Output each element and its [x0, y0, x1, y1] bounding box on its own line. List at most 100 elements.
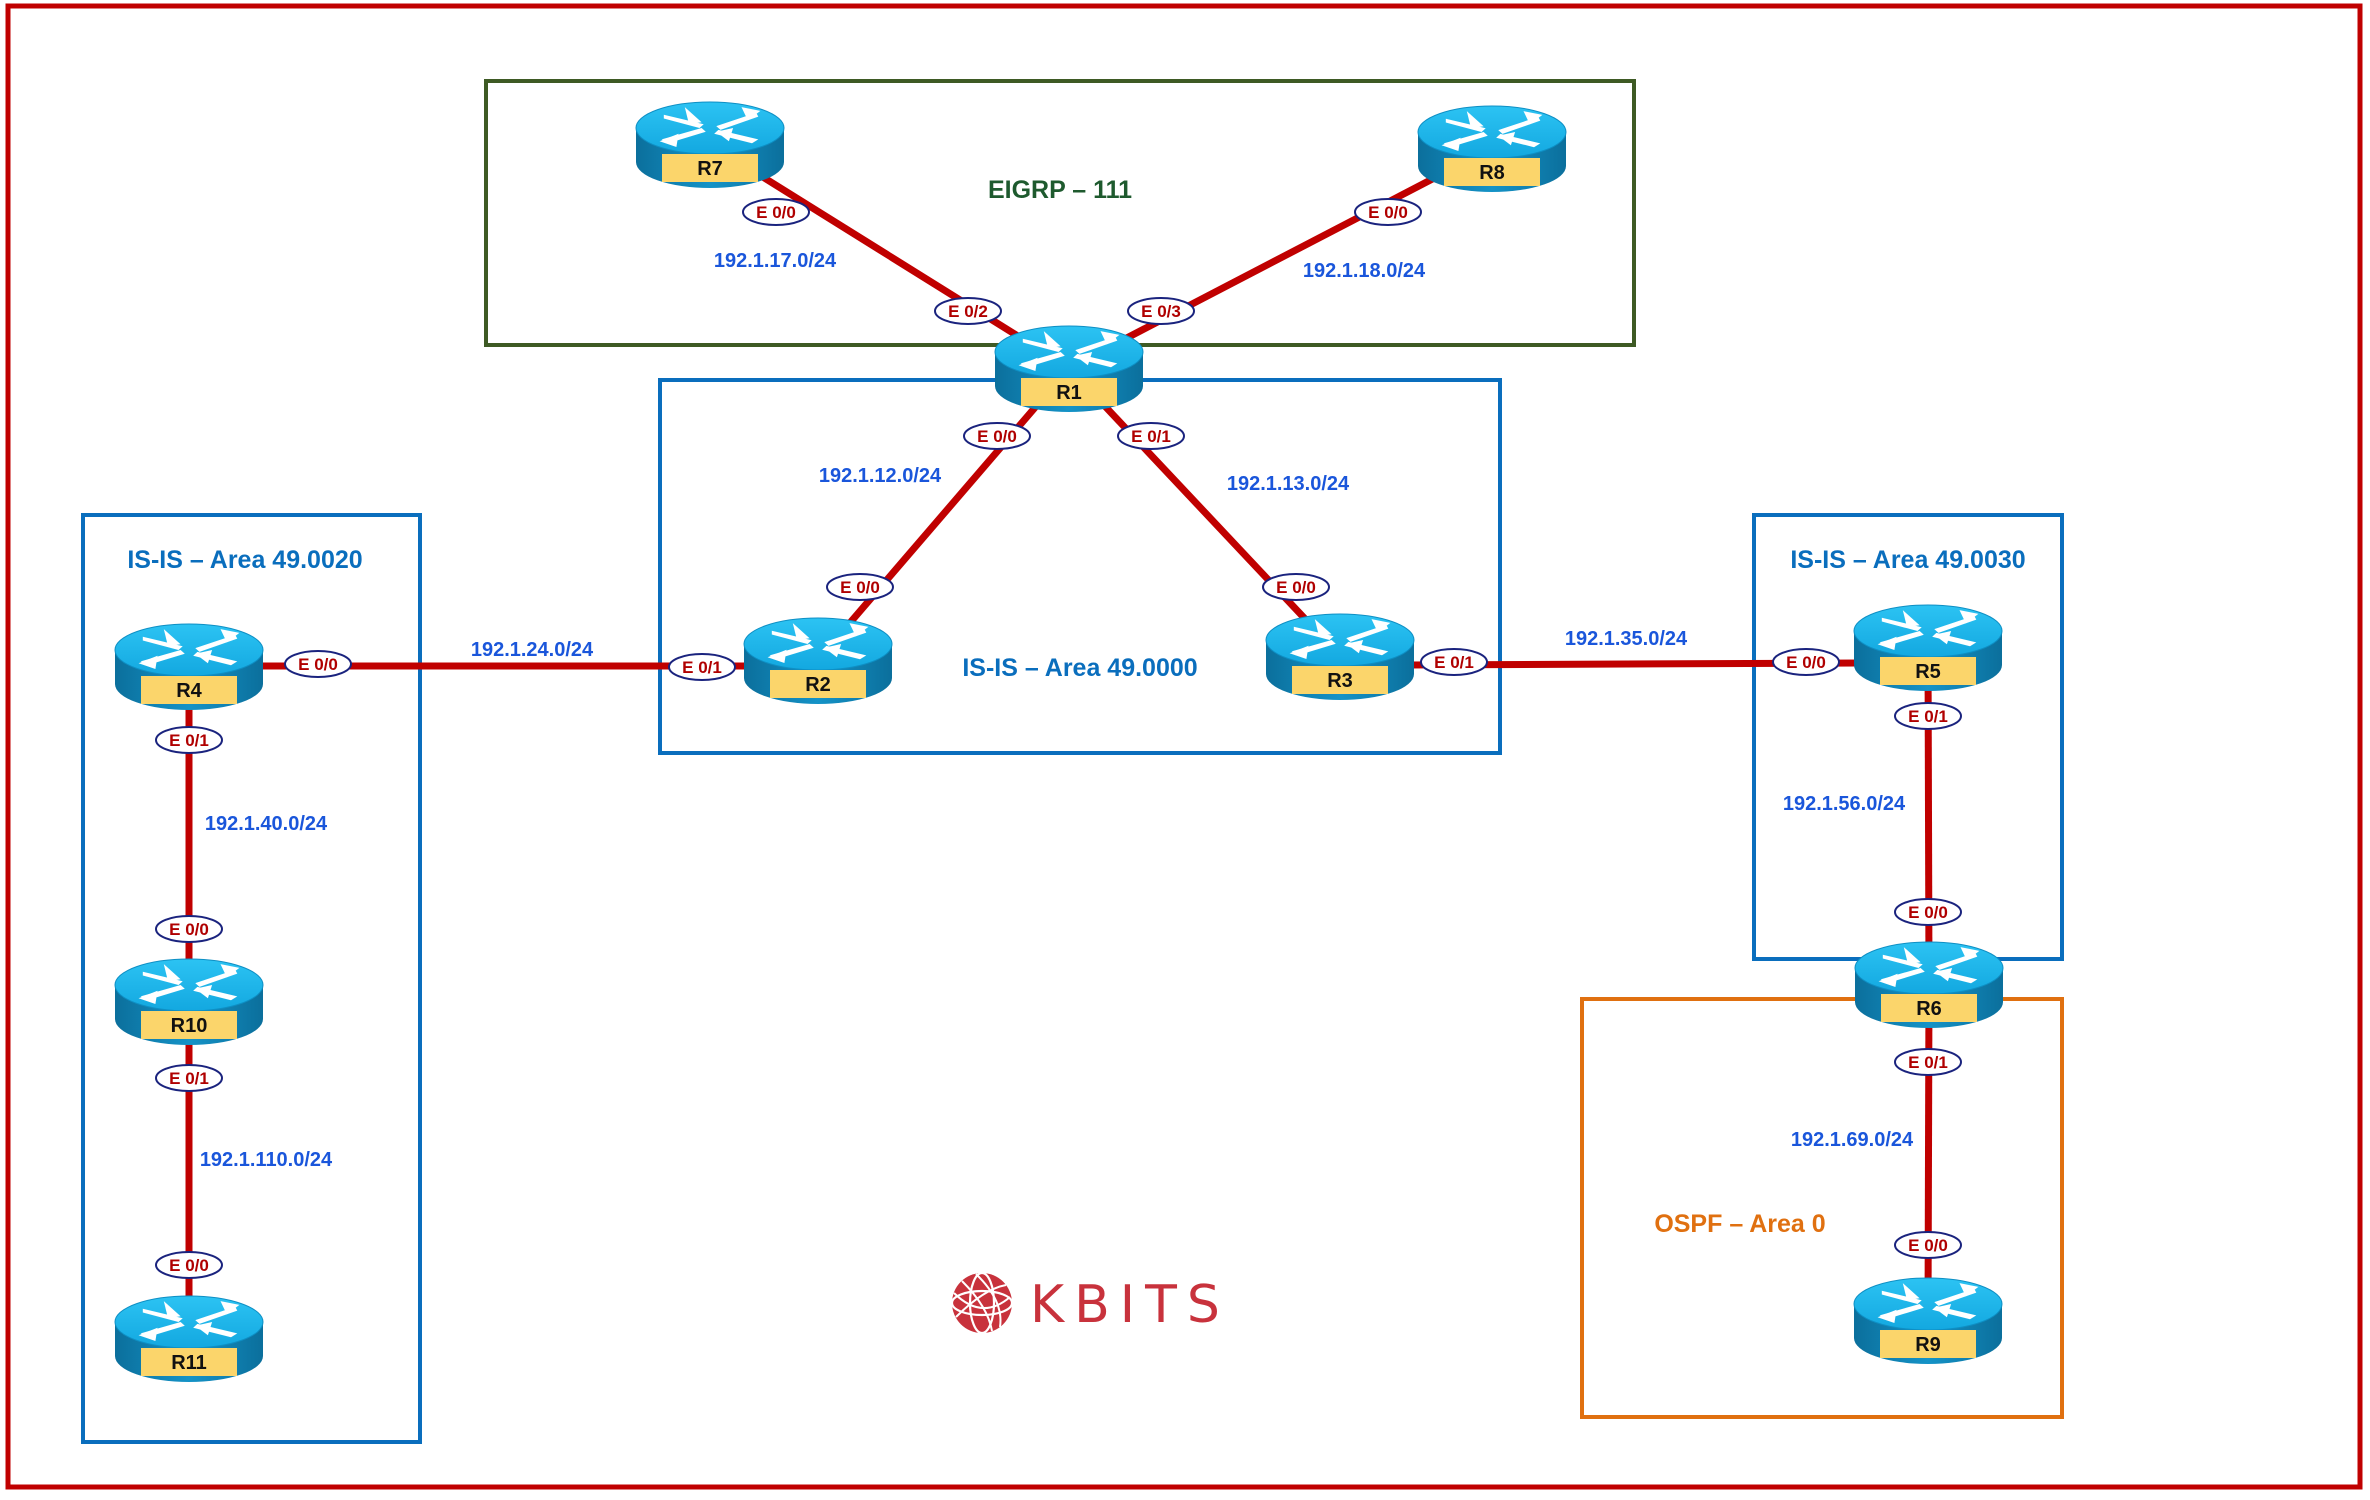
interface-label-r2: E 0/0: [826, 573, 894, 601]
link-r1-r2: [815, 365, 1072, 663]
interface-text: E 0/0: [1908, 903, 1948, 922]
interface-label-r10: E 0/0: [155, 915, 223, 943]
interface-label-r2: E 0/1: [668, 653, 736, 681]
router-label-band: [1880, 1330, 1976, 1358]
router-top: [743, 617, 893, 671]
interface-text: E 0/1: [169, 1069, 209, 1088]
router-name: R6: [1916, 998, 1942, 1020]
logo-text: KBITS: [1030, 1275, 1230, 1335]
interface-text: E 0/0: [169, 1256, 209, 1275]
router-name: R9: [1915, 1334, 1941, 1356]
link-r1-r8: [1067, 144, 1494, 372]
router-name: R11: [171, 1352, 207, 1374]
interface-text: E 0/0: [1786, 653, 1826, 672]
interface-label-r6: E 0/0: [1894, 898, 1962, 926]
subnet-label-r10-r11: 192.1.110.0/24: [200, 1149, 333, 1171]
interface-text: E 0/0: [840, 578, 880, 597]
area-title-eigrp: EIGRP – 111: [988, 176, 1132, 204]
interface-text: E 0/2: [948, 302, 988, 321]
router-r8[interactable]: R8: [1417, 105, 1567, 192]
router-name: R10: [171, 1015, 208, 1037]
area-title-ospf: OSPF – Area 0: [1654, 1210, 1825, 1238]
router-name: R8: [1479, 162, 1505, 184]
router-r5[interactable]: R5: [1853, 604, 2003, 691]
router-top: [1417, 105, 1567, 159]
router-r3[interactable]: R3: [1265, 613, 1415, 700]
router-r7[interactable]: R7: [635, 101, 785, 188]
links-layer: [185, 141, 1933, 1338]
interface-text: E 0/3: [1141, 302, 1181, 321]
interface-label-r3: E 0/1: [1420, 648, 1488, 676]
subnet-label-r5-r6: 192.1.56.0/24: [1783, 793, 1906, 815]
router-name: R4: [176, 680, 202, 702]
interface-text: E 0/0: [1276, 578, 1316, 597]
router-r1[interactable]: R1: [994, 325, 1144, 412]
router-r2[interactable]: R2: [743, 617, 893, 704]
router-label-band: [1881, 994, 1977, 1022]
interface-text: E 0/1: [169, 731, 209, 750]
router-r10[interactable]: R10: [114, 958, 264, 1045]
router-r4[interactable]: R4: [114, 623, 264, 710]
interface-label-r8: E 0/0: [1354, 198, 1422, 226]
interface-text: E 0/0: [1368, 203, 1408, 222]
router-top: [1854, 941, 2004, 995]
interface-label-r4: E 0/0: [284, 650, 352, 678]
interface-label-r7: E 0/0: [742, 198, 810, 226]
router-top: [114, 623, 264, 677]
router-top: [1265, 613, 1415, 667]
interface-label-r1: E 0/3: [1127, 297, 1195, 325]
router-top: [1853, 1277, 2003, 1331]
router-r9[interactable]: R9: [1853, 1277, 2003, 1364]
router-r6[interactable]: R6: [1854, 941, 2004, 1028]
router-name: R1: [1056, 382, 1082, 404]
area-title-isis-0020: IS-IS – Area 49.0020: [127, 546, 362, 574]
router-label-band: [1444, 158, 1540, 186]
interface-label-r4: E 0/1: [155, 726, 223, 754]
interface-text: E 0/1: [1131, 427, 1171, 446]
router-name: R2: [805, 674, 831, 696]
router-top: [635, 101, 785, 155]
router-top: [114, 1295, 264, 1349]
outer-border: [5, 3, 2363, 1490]
router-label-band: [770, 670, 866, 698]
router-label-band: [1292, 666, 1388, 694]
interface-label-r1: E 0/2: [934, 297, 1002, 325]
interface-text: E 0/1: [1434, 653, 1474, 672]
router-name: R3: [1327, 670, 1353, 692]
subnet-label-r3-r5: 192.1.35.0/24: [1565, 628, 1688, 650]
router-label-band: [141, 1011, 237, 1039]
subnet-label-r1-r8: 192.1.18.0/24: [1303, 260, 1426, 282]
interface-label-r5: E 0/0: [1772, 648, 1840, 676]
area-box-ospf: [1580, 997, 2064, 1419]
router-top: [1853, 604, 2003, 658]
interface-label-r9: E 0/0: [1894, 1231, 1962, 1259]
interface-text: E 0/0: [756, 203, 796, 222]
interface-label-r11: E 0/0: [155, 1251, 223, 1279]
router-name: R7: [697, 158, 723, 180]
interface-text: E 0/1: [682, 658, 722, 677]
subnet-label-r6-r9: 192.1.69.0/24: [1791, 1129, 1914, 1151]
area-title-isis-0000: IS-IS – Area 49.0000: [962, 654, 1197, 682]
interface-label-r10: E 0/1: [155, 1064, 223, 1092]
router-label-band: [662, 154, 758, 182]
interface-label-r6: E 0/1: [1894, 1048, 1962, 1076]
link-r1-r3: [1066, 365, 1343, 659]
router-r11[interactable]: R11: [114, 1295, 264, 1382]
link-r6-r9: [1924, 983, 1933, 1321]
link-r5-r6: [1924, 646, 1933, 985]
interface-text: E 0/0: [1908, 1236, 1948, 1255]
router-label-band: [141, 676, 237, 704]
subnet-label-r1-r2: 192.1.12.0/24: [819, 465, 942, 487]
interface-text: E 0/0: [298, 655, 338, 674]
router-label-band: [1021, 378, 1117, 406]
area-title-isis-0030: IS-IS – Area 49.0030: [1790, 546, 2025, 574]
router-name: R5: [1915, 661, 1941, 683]
area-box-isis-0020: [81, 513, 422, 1444]
interface-text: E 0/1: [1908, 1053, 1948, 1072]
interface-label-r1: E 0/0: [963, 422, 1031, 450]
interface-label-r5: E 0/1: [1894, 702, 1962, 730]
area-box-isis-0030: [1752, 513, 2064, 961]
interface-label-r3: E 0/0: [1262, 573, 1330, 601]
router-top: [114, 958, 264, 1012]
